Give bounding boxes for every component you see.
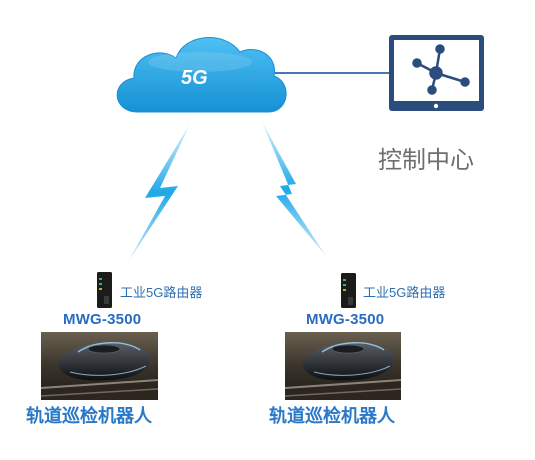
robot-label: 轨道巡检机器人 (269, 406, 395, 426)
network-label: 5G (181, 67, 208, 89)
router-model-label: MWG-3500 (63, 311, 142, 328)
control-center-monitor-icon (389, 35, 484, 111)
robot-label: 轨道巡检机器人 (26, 406, 152, 426)
router-icon (341, 273, 356, 308)
router-label: 工业5G路由器 (363, 285, 446, 300)
robot-image (40, 332, 159, 400)
router-icon (97, 272, 112, 308)
cloud-icon (116, 37, 287, 113)
robot-image (284, 332, 402, 400)
router-model-label: MWG-3500 (306, 311, 385, 328)
wireless-signal-right-icon (262, 122, 326, 256)
router-label: 工业5G路由器 (120, 285, 203, 300)
network-hub-icon (412, 44, 470, 95)
control-center-label: 控制中心 (378, 147, 474, 174)
wireless-signal-left-icon (128, 124, 190, 262)
